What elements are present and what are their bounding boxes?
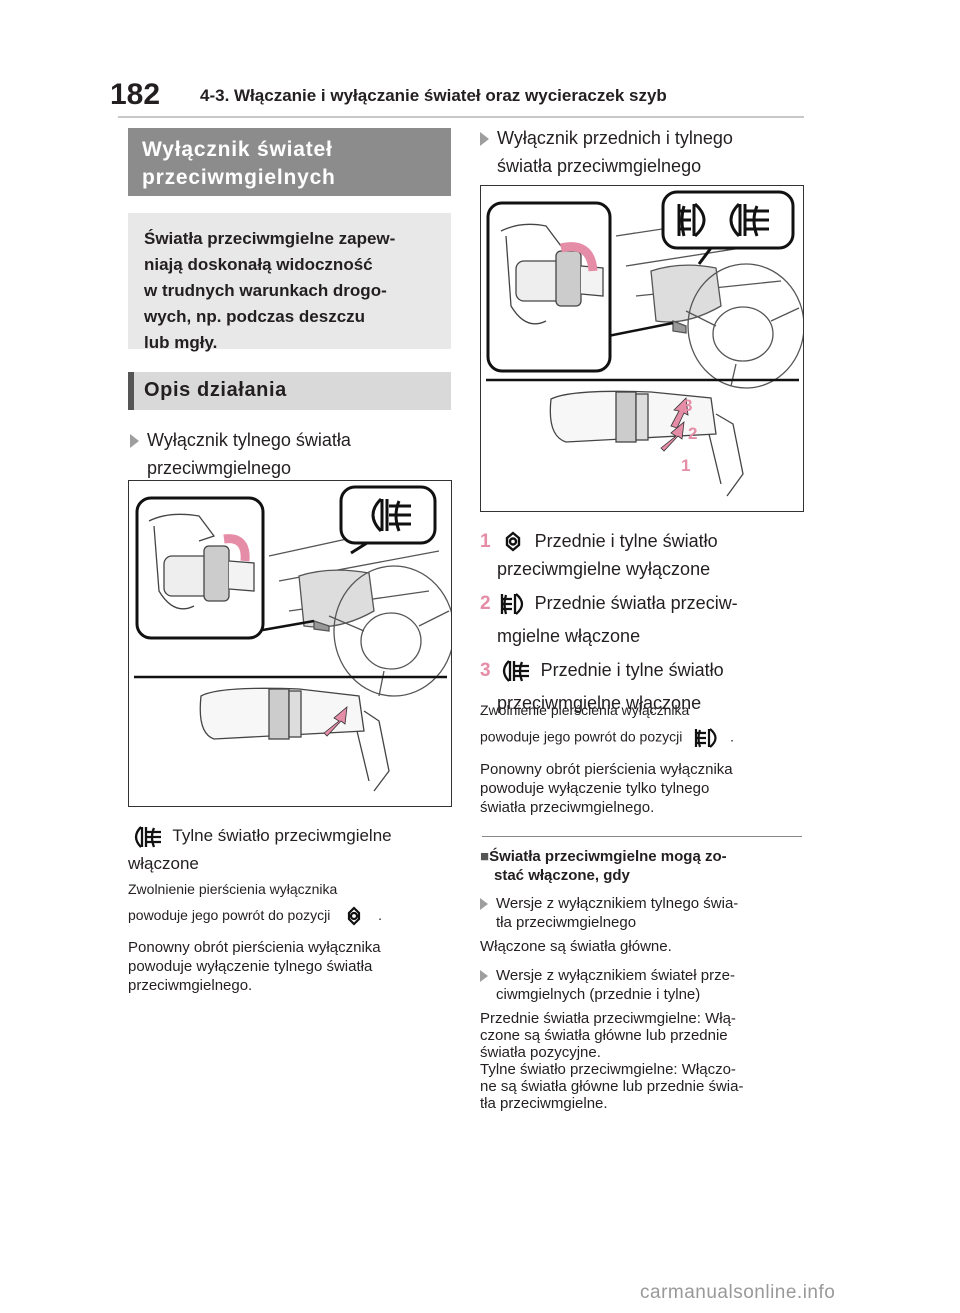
rear-fog-desc-text: Tylne światło przeciwmgielne xyxy=(172,826,392,845)
left-bullet: Wyłącznik tylnego światła przeciwmgielne… xyxy=(130,426,351,482)
turn-text: powoduje wyłączenie tylnego światła xyxy=(128,958,373,975)
rear-fog-icon xyxy=(502,660,529,683)
note-text: Tylne światło przeciwmgielne: Włączo- xyxy=(480,1061,736,1078)
rear-fog-switch-drawing xyxy=(134,485,455,792)
note-text: czone są światła główne lub przednie xyxy=(480,1027,728,1044)
note-bullet-text: tła przeciwmgielnego xyxy=(496,914,637,931)
figure-label-3: 3 xyxy=(683,396,692,415)
list-item: 2 Przednie światła przeciw- mgielne włąc… xyxy=(480,588,810,651)
rear-fog-icon xyxy=(134,825,161,848)
turn-text: światła przeciwmgielnego. xyxy=(480,799,655,816)
list-item: 3 Przednie i tylne światło przeciwmgieln… xyxy=(480,655,810,718)
release-text: powoduje jego powrót do pozycji xyxy=(128,907,331,923)
item-text: mgielne włączone xyxy=(497,626,641,646)
note-bullet-2: Wersje z wyłącznikiem świateł prze- ciwm… xyxy=(480,966,810,1004)
note-paragraph-2: Przednie światła przeciwmgielne: Włą- cz… xyxy=(480,1010,810,1112)
note-bullet-text: ciwmgielnych (przednie i tylne) xyxy=(496,986,701,1003)
front-fog-icon xyxy=(500,593,523,616)
left-turn-note: Ponowny obrót pierścienia wyłącznika pow… xyxy=(128,938,458,995)
right-bullet: Wyłącznik przednich i tylnego światła pr… xyxy=(480,124,733,180)
fog-positions-list: 1 Przednie i tylne światło przeciwmgieln… xyxy=(480,526,810,718)
item-number: 2 xyxy=(480,593,491,614)
note-bullet-1: Wersje z wyłącznikiem tylnego świa- tła … xyxy=(480,894,810,932)
title-box: Wyłącznik świateł przeciwmgielnych xyxy=(128,128,451,196)
opis-heading: Opis działania xyxy=(128,372,451,410)
arrow-bullet-icon xyxy=(480,132,489,147)
item-text: Przednie i tylne światło xyxy=(540,660,724,680)
note-bullet-text: Wersje z wyłącznikiem świateł prze- xyxy=(496,967,735,984)
left-bullet-text: Wyłącznik tylnego światła xyxy=(147,430,351,450)
intro-box: Światła przeciwmgielne zapew- niają dosk… xyxy=(128,213,451,352)
note-heading: ■Światła przeciwmgielne mogą zo- stać wł… xyxy=(480,847,810,885)
item-text: przeciwmgielne włączone xyxy=(497,693,702,713)
figure-label-1: 1 xyxy=(681,456,690,475)
arrow-bullet-icon xyxy=(480,898,488,911)
figure-label-2: 2 xyxy=(688,424,697,443)
right-bullet-text: światła przeciwmgielnego xyxy=(497,156,702,176)
release-text: . xyxy=(378,907,383,923)
right-bullet-text: Wyłącznik przednich i tylnego xyxy=(497,128,733,148)
fog-off-icon xyxy=(348,906,361,926)
item-text: Przednie i tylne światło xyxy=(534,531,718,551)
turn-text: powoduje wyłączenie tylko tylnego xyxy=(480,780,710,797)
intro-line: w trudnych warunkach drogo- xyxy=(144,281,387,300)
item-number: 1 xyxy=(480,531,491,552)
rear-fog-desc-text: włączone xyxy=(128,853,199,873)
turn-text: przeciwmgielnego. xyxy=(128,977,253,994)
note-text: ne są światła główne lub przednie świa- xyxy=(480,1078,744,1095)
rear-fog-switch-illustration xyxy=(128,480,455,807)
left-release-note: Zwolnienie pierścienia wyłącznika powodu… xyxy=(128,879,458,927)
square-bullet-icon: ■ xyxy=(480,848,490,865)
note-heading-text: stać włączone, gdy xyxy=(494,867,630,884)
note-text: Przednie światła przeciwmgielne: Włą- xyxy=(480,1010,736,1027)
turn-text: Ponowny obrót pierścienia wyłącznika xyxy=(480,761,733,778)
note-text: tła przeciwmgielne. xyxy=(480,1095,608,1112)
release-text: Zwolnienie pierścienia wyłącznika xyxy=(480,702,690,718)
note-heading-text: Światła przeciwmgielne mogą zo- xyxy=(489,848,727,865)
right-turn-note: Ponowny obrót pierścienia wyłącznika pow… xyxy=(480,760,810,817)
intro-line: niają doskonałą widoczność xyxy=(144,255,373,274)
page-number: 182 xyxy=(110,78,161,111)
note-bullet-text: Wersje z wyłącznikiem tylnego świa- xyxy=(496,895,739,912)
title-line: przeciwmgielnych xyxy=(142,166,336,189)
note-paragraph-1: Włączone są światła główne. xyxy=(480,938,672,955)
release-text: . xyxy=(730,728,735,745)
fog-off-icon xyxy=(505,531,520,552)
release-text: powoduje jego powrót do pozycji xyxy=(480,728,683,745)
note-text: światła pozycyjne. xyxy=(480,1044,601,1061)
item-number: 3 xyxy=(480,660,491,681)
item-text: przeciwmgielne wyłączone xyxy=(497,559,711,579)
watermark: carmanualsonline.info xyxy=(640,1282,836,1303)
note-divider xyxy=(482,836,802,837)
intro-line: lub mgły. xyxy=(144,333,218,352)
title-line: Wyłącznik świateł xyxy=(142,138,333,161)
turn-text: Ponowny obrót pierścienia wyłącznika xyxy=(128,939,381,956)
arrow-bullet-icon xyxy=(480,970,488,983)
intro-line: Światła przeciwmgielne zapew- xyxy=(144,229,396,248)
section-title: 4-3. Włączanie i wyłączanie świateł oraz… xyxy=(200,86,667,105)
left-bullet-text: przeciwmgielnego xyxy=(147,458,292,478)
item-text: Przednie światła przeciw- xyxy=(534,593,738,613)
header-divider xyxy=(118,116,804,118)
front-fog-icon xyxy=(695,728,717,748)
intro-line: wych, np. podczas deszczu xyxy=(144,307,366,326)
list-item: 1 Przednie i tylne światło przeciwmgieln… xyxy=(480,526,810,584)
front-rear-fog-switch-drawing: 3 2 1 xyxy=(486,190,805,497)
rear-fog-description: Tylne światło przeciwmgielne włączone xyxy=(128,822,458,877)
arrow-bullet-icon xyxy=(130,434,139,449)
release-text: Zwolnienie pierścienia wyłącznika xyxy=(128,881,338,897)
front-rear-fog-switch-illustration: 3 2 1 xyxy=(480,185,805,512)
right-release-note: Zwolnienie pierścienia wyłącznika powodu… xyxy=(480,700,810,750)
